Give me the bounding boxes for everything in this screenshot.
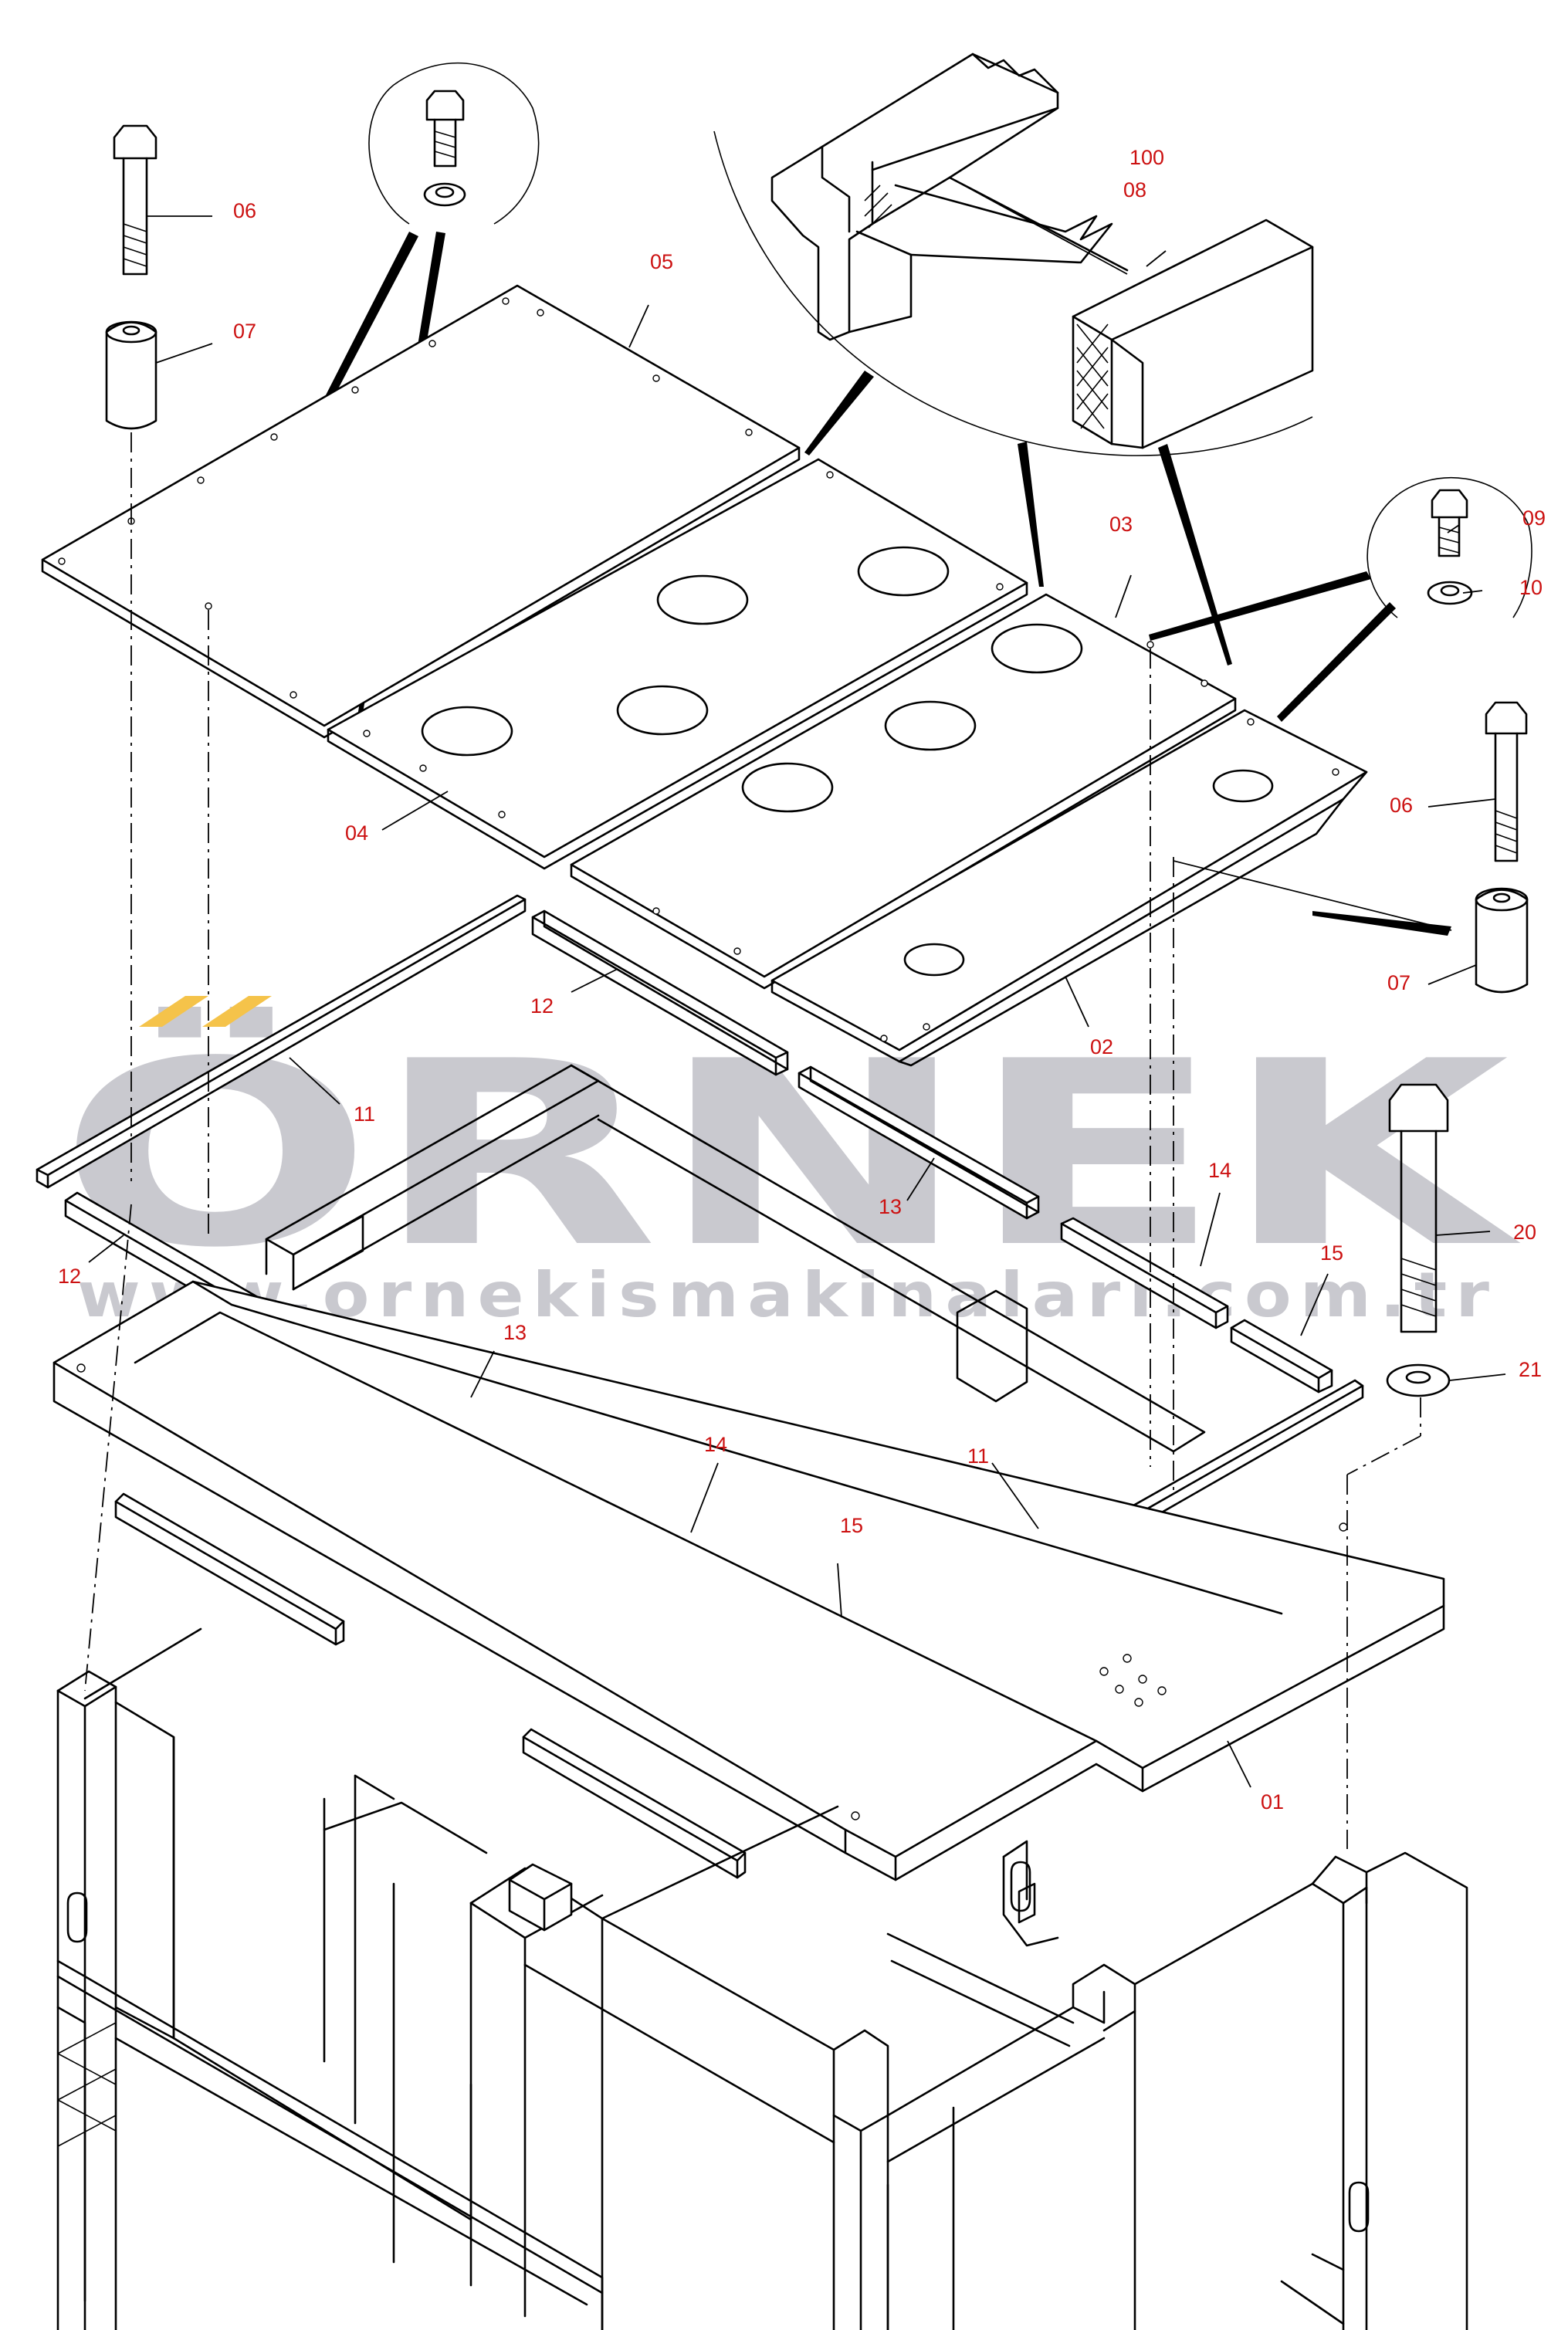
label-04: 04 xyxy=(345,821,368,845)
leader-lines xyxy=(88,250,1483,1788)
pointer-wedge-3 xyxy=(1158,444,1232,665)
spacer-07-right xyxy=(1475,889,1529,994)
watermark-accent-left xyxy=(139,996,208,1027)
pointer-wedge-1 xyxy=(804,371,874,456)
watermark-brand: ÖRNEK xyxy=(58,1004,1523,1303)
gasket-detail xyxy=(713,52,1314,665)
gasket-block xyxy=(1072,218,1314,449)
label-15-lower: 15 xyxy=(840,1514,863,1537)
label-02: 02 xyxy=(1090,1035,1113,1058)
bar-13-upper xyxy=(798,1065,1040,1220)
bolt-06-right xyxy=(1427,701,1529,994)
label-15-upper: 15 xyxy=(1320,1241,1343,1265)
label-11-upper: 11 xyxy=(354,1102,375,1126)
label-21: 21 xyxy=(1519,1358,1542,1381)
label-05: 05 xyxy=(650,250,673,273)
bar-14-upper xyxy=(1060,1217,1229,1329)
alignment-lines xyxy=(84,432,1421,1849)
label-14-lower: 14 xyxy=(704,1433,727,1456)
label-01: 01 xyxy=(1261,1790,1284,1814)
bolt-06-left xyxy=(105,124,213,430)
label-09: 09 xyxy=(1522,506,1546,530)
bolt-20 xyxy=(1386,1083,1506,1397)
side-rail-center xyxy=(522,1728,747,1879)
channel-profile xyxy=(770,52,1059,341)
washer-21 xyxy=(1386,1363,1451,1397)
frame-01 xyxy=(52,1280,1445,1881)
detail-bolt-head xyxy=(425,90,465,121)
detail-washer xyxy=(423,182,466,207)
label-06-left: 06 xyxy=(233,199,256,222)
label-13-lower: 13 xyxy=(503,1321,527,1344)
plate-03 xyxy=(570,593,1237,990)
plate-02 xyxy=(770,709,1452,1067)
label-11-lower: 11 xyxy=(967,1444,989,1468)
label-07-left: 07 xyxy=(233,320,256,343)
plate-04 xyxy=(327,458,1028,870)
label-100: 100 xyxy=(1129,146,1164,169)
label-12-lower: 12 xyxy=(58,1265,81,1288)
machine-body xyxy=(56,1627,1468,2330)
plate-05 xyxy=(41,284,801,739)
label-13-upper: 13 xyxy=(879,1195,902,1218)
bar-15-upper xyxy=(1230,1319,1333,1394)
label-14-upper: 14 xyxy=(1208,1159,1231,1182)
side-rail-left xyxy=(114,1492,345,1646)
pointer-wedge-2 xyxy=(1018,442,1044,587)
label-20: 20 xyxy=(1513,1221,1536,1244)
bolt-detail-right xyxy=(1149,477,1532,722)
label-06-right: 06 xyxy=(1390,794,1413,817)
part-labels: 100 08 06 07 05 03 09 10 06 07 04 02 12 … xyxy=(58,146,1546,1814)
inner-frame xyxy=(265,1064,1206,1453)
bar-11-upper xyxy=(36,894,527,1189)
label-10: 10 xyxy=(1519,576,1543,599)
label-07-right: 07 xyxy=(1387,971,1411,994)
watermark-accent-right xyxy=(202,996,272,1027)
watermark: ÖRNEK www.ornekismakinalari.com.tr xyxy=(58,996,1523,1331)
label-03: 03 xyxy=(1109,513,1133,536)
label-12-upper: 12 xyxy=(530,994,554,1018)
label-08: 08 xyxy=(1123,178,1146,202)
detail-circle-arc xyxy=(713,130,1313,456)
bar-12-upper xyxy=(531,909,789,1076)
gasket-hatch xyxy=(1076,323,1109,429)
